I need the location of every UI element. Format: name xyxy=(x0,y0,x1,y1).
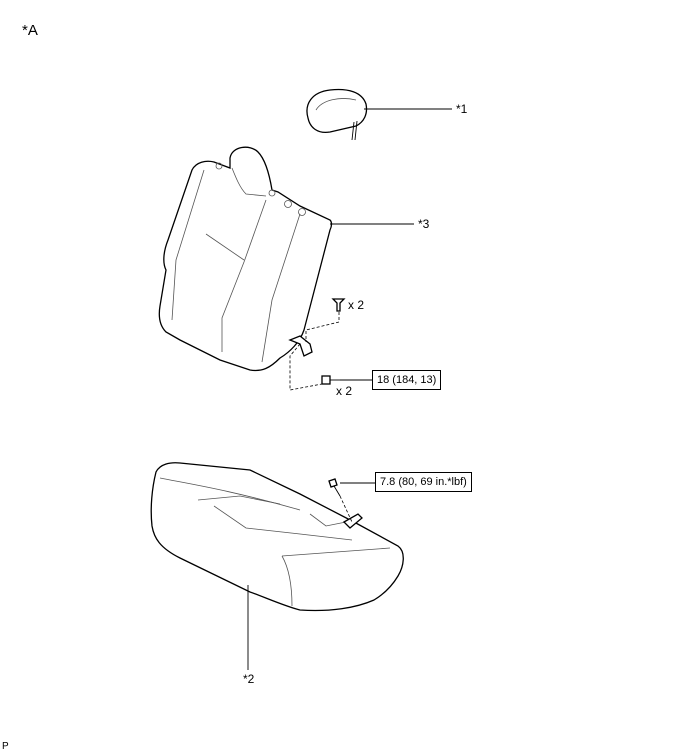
seatback-bolt-icon xyxy=(321,375,340,385)
footer-marker: P xyxy=(2,741,9,752)
torque-box-seatback: 18 (184, 13) xyxy=(372,370,442,390)
callout-seat-cushion: *2 xyxy=(243,672,255,686)
callout-seatback: *3 xyxy=(418,217,430,231)
quantity-lower-bolt: x 2 xyxy=(336,384,353,398)
seat-cushion-illustration xyxy=(150,462,404,612)
torque-box-cushion: 7.8 (80, 69 in.*lbf) xyxy=(375,472,472,492)
view-label: *A xyxy=(22,22,38,39)
callout-headrest: *1 xyxy=(456,102,468,116)
upper-clip-icon xyxy=(331,298,346,312)
cushion-bolt-icon xyxy=(328,478,341,497)
seatback-illustration xyxy=(158,146,333,372)
quantity-upper-fastener: x 2 xyxy=(348,298,365,312)
headrest-illustration xyxy=(306,88,368,141)
